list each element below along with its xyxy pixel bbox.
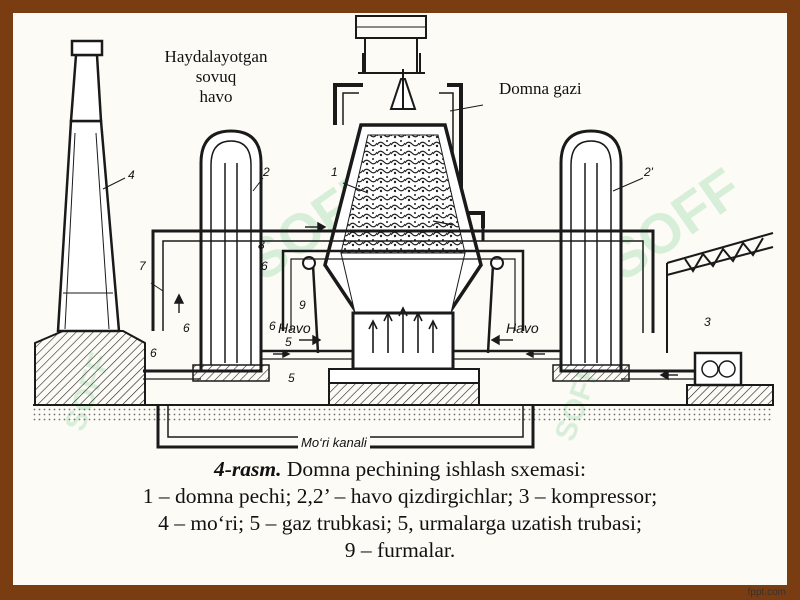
blast-furnace	[302, 15, 504, 406]
figure-caption: 4-rasm. Domna pechining ishlash sxemasi:…	[13, 456, 787, 564]
number-3: 3	[704, 315, 711, 329]
caption-title-rest: Domna pechining ishlash sxemasi:	[281, 457, 587, 481]
number-2-prime: 2'	[644, 165, 653, 179]
hot-blast-stove-left	[192, 129, 270, 382]
number-7: 7	[139, 259, 146, 273]
number-9: 9	[299, 298, 306, 312]
caption-line-1: 4-rasm. Domna pechining ishlash sxemasi:	[13, 456, 787, 483]
gas-pipes	[143, 228, 703, 380]
chimney	[34, 39, 146, 406]
gantry-truss	[666, 232, 774, 353]
cold-air-line-1: Haydalayotgan	[164, 47, 268, 66]
number-8: 8	[258, 238, 265, 252]
blast-furnace-diagram: SOFF SOFF SOFF SOFF	[33, 15, 774, 449]
number-4: 4	[128, 168, 135, 182]
air-label-right: Havo	[506, 320, 539, 336]
caption-title: 4-rasm.	[213, 457, 282, 481]
hot-blast-stove-right	[552, 129, 630, 382]
ground	[33, 404, 773, 423]
caption-line-3: 4 – mo‘ri; 5 – gaz trubkasi; 5, urmalarg…	[158, 511, 642, 535]
number-5b: 5	[285, 335, 292, 349]
number-1: 1	[331, 165, 338, 179]
cold-air-line-3: havo	[199, 87, 233, 106]
cold-air-label: Haydalayotgan sovuq havo	[151, 47, 281, 107]
number-5a: 5	[288, 371, 295, 385]
slide-paper: SOFF SOFF SOFF SOFF	[13, 13, 787, 585]
canal-label: Mo‘ri kanali	[298, 435, 370, 450]
number-6b: 6	[183, 321, 190, 335]
number-6a: 6	[150, 346, 157, 360]
air-label-left: Havo	[278, 320, 311, 336]
number-2: 2	[263, 165, 270, 179]
compressor	[686, 351, 774, 406]
cold-air-line-2: sovuq	[195, 67, 237, 86]
number-6c: 6	[269, 319, 276, 333]
number-6d: 6	[261, 259, 268, 273]
caption-line-2: 1 – domna pechi; 2,2’ – havo qizdirgichl…	[142, 484, 658, 508]
blast-gas-label: Domna gazi	[499, 79, 582, 98]
leader-lines	[102, 104, 644, 292]
caption-line-4: 9 – furmalar.	[344, 538, 456, 562]
footer-credit: fppt.com	[747, 587, 786, 598]
